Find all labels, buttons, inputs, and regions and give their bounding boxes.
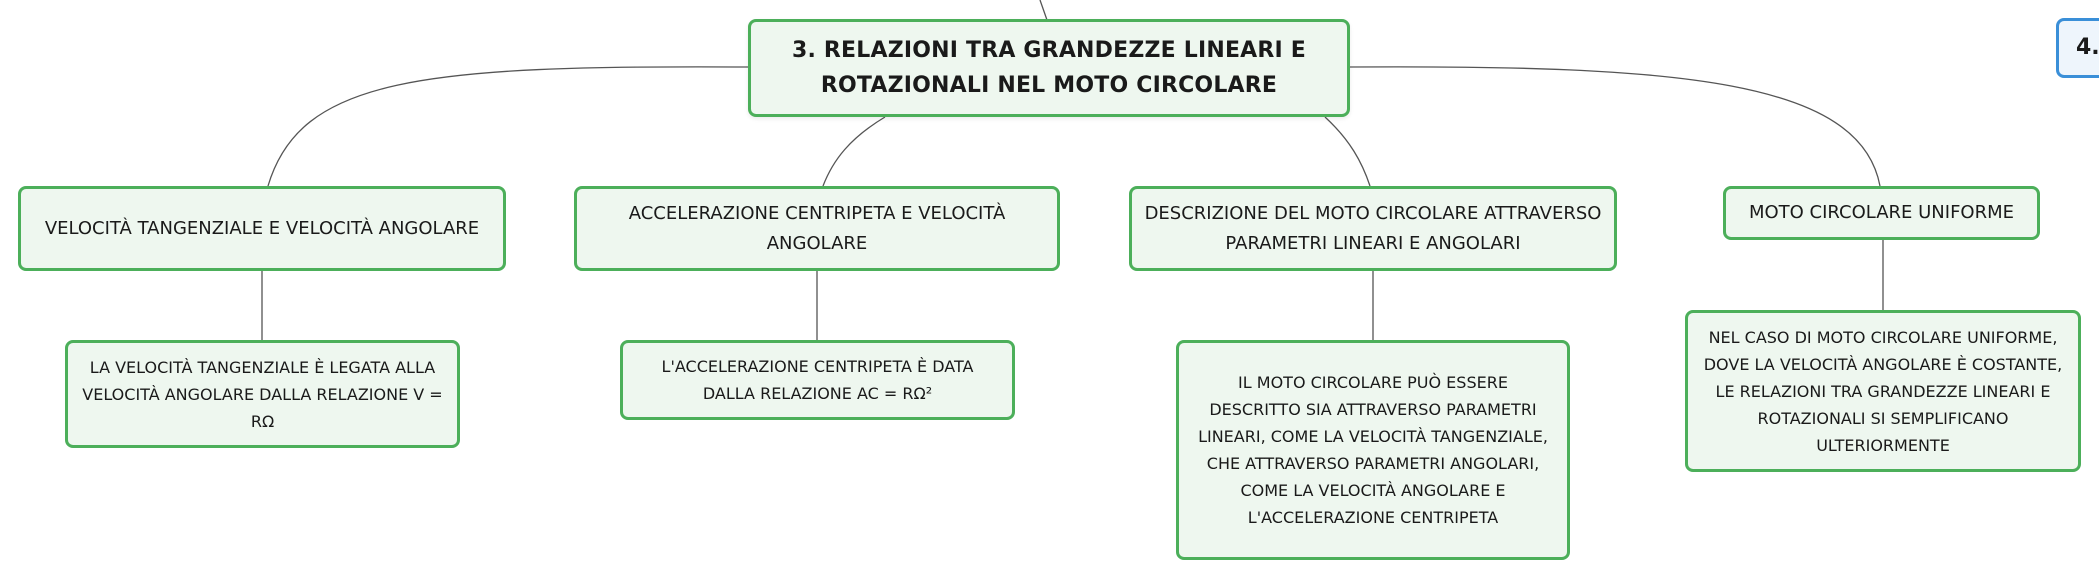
topic-label: MOTO CIRCOLARE UNIFORME [1748, 202, 2015, 223]
topic-uniform-circular-motion[interactable]: MOTO CIRCOLARE UNIFORME [1723, 186, 2040, 240]
topic-circular-motion-description[interactable]: DESCRIZIONE DEL MOTO CIRCOLARE ATTRAVERS… [1129, 186, 1617, 271]
topic-label: DESCRIZIONE DEL MOTO CIRCOLARE ATTRAVERS… [1144, 202, 1602, 254]
detail-tangential-velocity[interactable]: LA VELOCITÀ TANGENZIALE È LEGATA ALLA VE… [65, 340, 460, 448]
central-topic-title: 3. RELAZIONI TRA GRANDEZZE LINEARI E ROT… [791, 38, 1307, 98]
detail-text: LA VELOCITÀ TANGENZIALE È LEGATA ALLA VE… [82, 357, 443, 431]
connector-parent-to-root [1039, 0, 1048, 21]
detail-text: L'ACCELERAZIONE CENTRIPETA È DATA DALLA … [661, 357, 974, 403]
topic-label: ACCELERAZIONE CENTRIPETA E VELOCITÀ ANGO… [628, 202, 1006, 254]
next-central-topic[interactable]: 4. [2056, 18, 2099, 78]
connector-root-to-topic-3 [1324, 116, 1371, 187]
connector-root-to-topic-4 [1349, 66, 1881, 187]
next-central-topic-label: 4. [2076, 35, 2099, 60]
topic-label: VELOCITÀ TANGENZIALE E VELOCITÀ ANGOLARE [44, 217, 480, 239]
detail-text: IL MOTO CIRCOLARE PUÒ ESSERE DESCRITTO S… [1198, 373, 1548, 527]
detail-centripetal-acceleration[interactable]: L'ACCELERAZIONE CENTRIPETA È DATA DALLA … [620, 340, 1015, 420]
detail-circular-motion-description[interactable]: IL MOTO CIRCOLARE PUÒ ESSERE DESCRITTO S… [1176, 340, 1570, 560]
connector-root-to-topic-1 [267, 66, 749, 187]
detail-uniform-circular-motion[interactable]: NEL CASO DI MOTO CIRCOLARE UNIFORME, DOV… [1685, 310, 2081, 472]
detail-text: NEL CASO DI MOTO CIRCOLARE UNIFORME, DOV… [1703, 327, 2063, 455]
topic-tangential-velocity[interactable]: VELOCITÀ TANGENZIALE E VELOCITÀ ANGOLARE [18, 186, 506, 271]
connector-root-to-topic-2 [822, 116, 886, 187]
central-topic[interactable]: 3. RELAZIONI TRA GRANDEZZE LINEARI E ROT… [748, 19, 1350, 117]
topic-centripetal-acceleration[interactable]: ACCELERAZIONE CENTRIPETA E VELOCITÀ ANGO… [574, 186, 1060, 271]
